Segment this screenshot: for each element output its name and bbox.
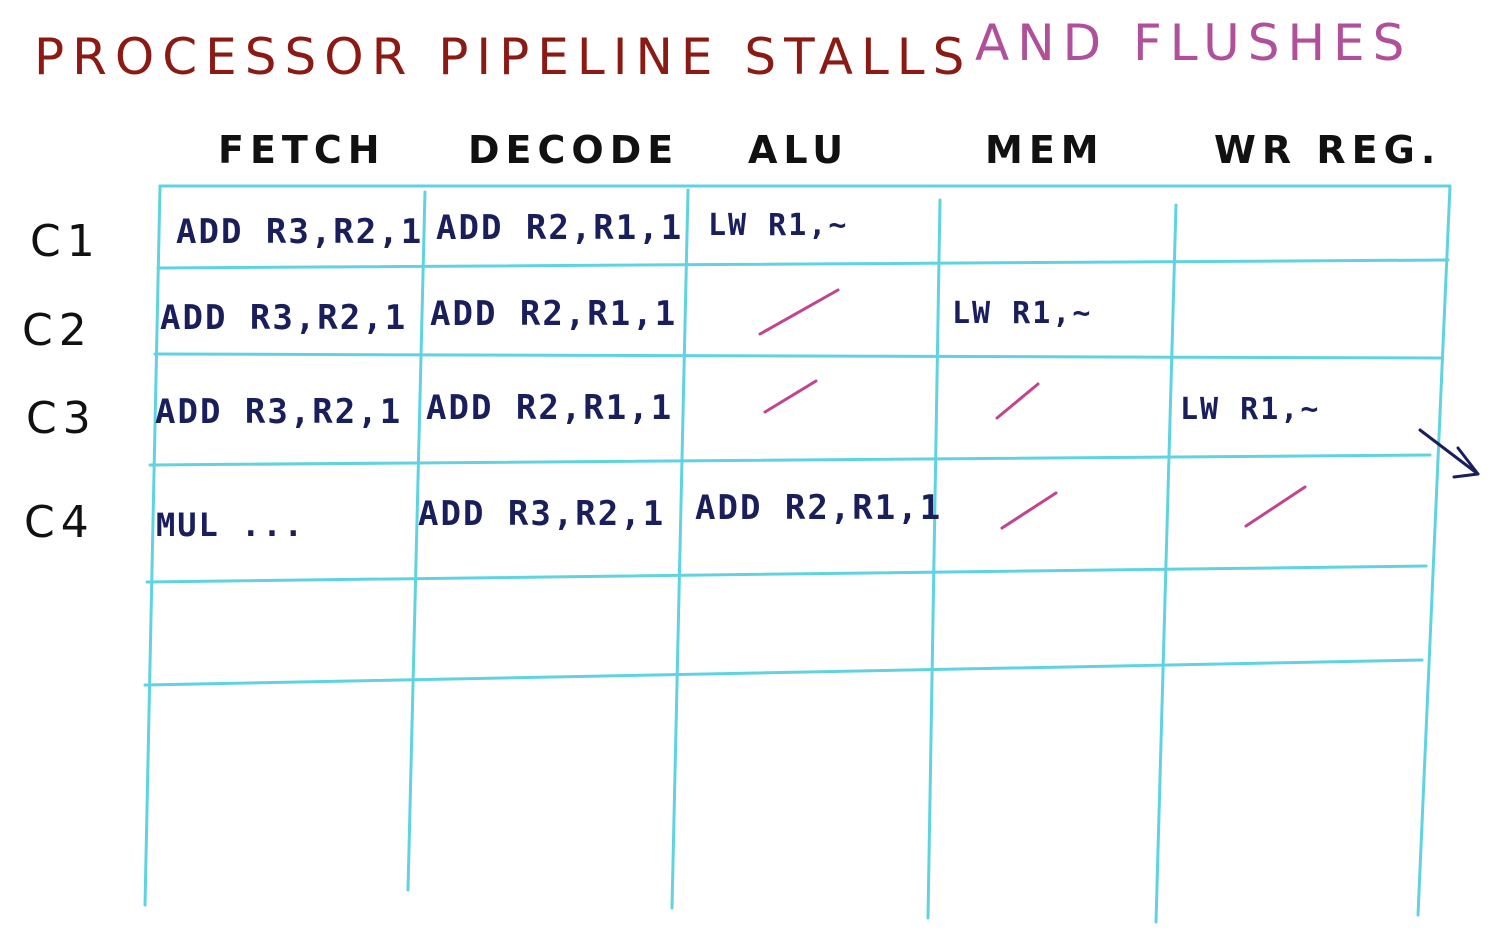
cell-c2-fetch: ADD R3,R2,1 [160,298,408,338]
grid-col-line [406,190,427,892]
cycle-label-c1: C1 [30,216,101,267]
stage-header-decode: DECODE [468,128,680,172]
grid-row-line [145,564,1428,584]
cell-c3-fetch: ADD R3,R2,1 [155,392,403,432]
stage-header-wr-reg: WR REG. [1214,128,1442,172]
cycle-label-c3: C3 [26,393,97,444]
cell-c4-fetch: MUL ... [156,506,305,544]
grid-row-line [143,658,1424,687]
grid-row-line [156,258,1450,270]
cell-c2-decode: ADD R2,R1,1 [430,294,678,334]
arrow-out-icon [1418,428,1480,479]
cell-c1-fetch: ADD R3,R2,1 [176,212,424,252]
grid-col-line [143,184,162,907]
grid-row-line [153,352,1442,360]
cell-c1-alu: LW R1,~ [708,208,849,243]
title-part2: AND FLUSHES [975,14,1413,72]
slash-stall-icon [763,379,818,414]
cell-c4-decode: ADD R3,R2,1 [418,494,666,534]
grid-col-line [926,198,942,920]
cell-c3-wr-reg: LW R1,~ [1180,392,1321,427]
cell-c2-mem: LW R1,~ [952,296,1093,331]
grid-row-line [148,453,1432,467]
slash-stall-icon [1244,485,1307,528]
cell-c4-alu: ADD R2,R1,1 [695,488,943,528]
cycle-label-c4: C4 [24,497,95,548]
title-part1: PROCESSOR PIPELINE STALLS [34,28,973,86]
cell-c1-decode: ADD R2,R1,1 [436,208,684,248]
grid-col-line [1416,184,1452,917]
slash-stall-icon [995,382,1040,420]
cycle-label-c2: C2 [22,305,93,356]
stage-header-mem: MEM [985,128,1105,172]
slash-stall-icon [1000,491,1058,530]
slash-stall-icon [758,288,840,336]
stage-header-alu: ALU [748,128,850,172]
stage-header-fetch: FETCH [218,128,386,172]
grid-col-line [1154,203,1178,924]
grid-col-line [670,188,690,910]
cell-c3-decode: ADD R2,R1,1 [426,388,674,428]
